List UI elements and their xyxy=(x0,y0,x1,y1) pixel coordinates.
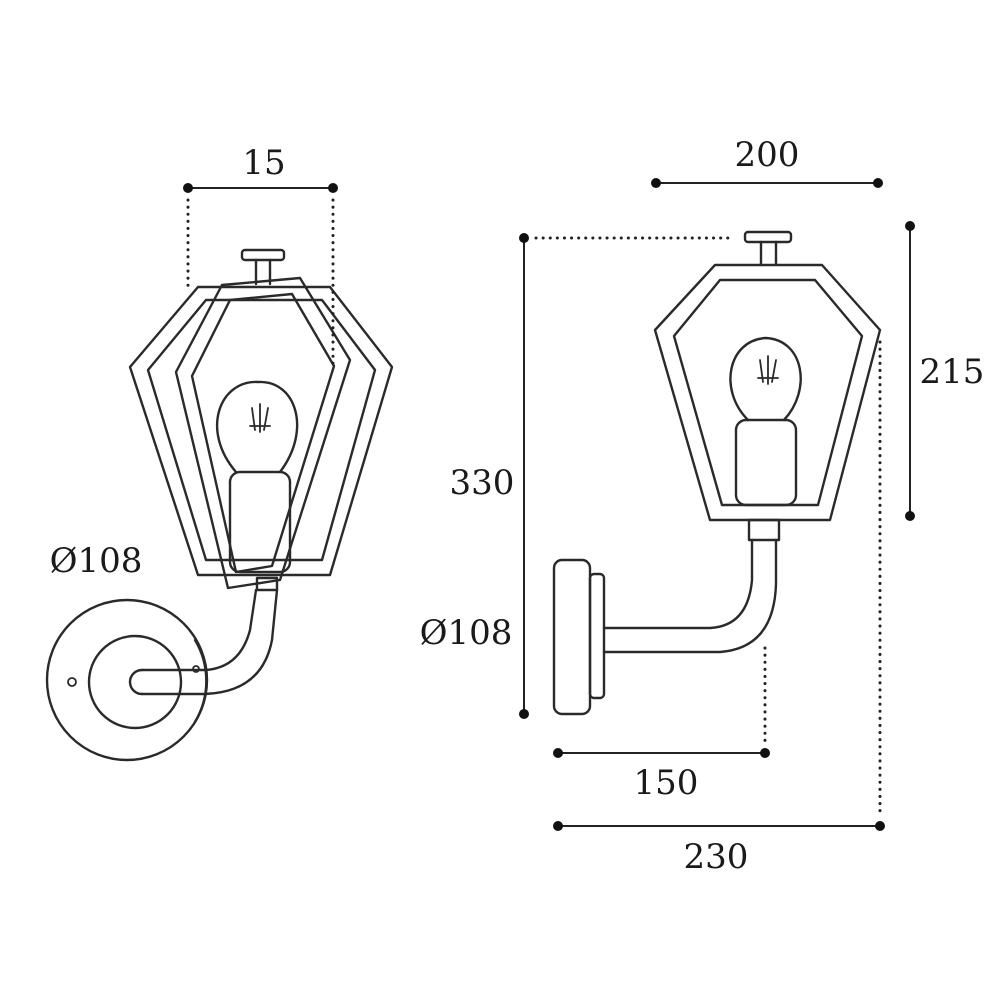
side-total-projection-label: 230 xyxy=(684,837,749,877)
side-arm xyxy=(602,518,781,654)
front-top-width-dimension: 15 xyxy=(183,143,338,372)
front-canopy-diameter-label: Ø108 xyxy=(50,541,143,581)
side-canopy-diameter-label: Ø108 xyxy=(420,613,513,653)
front-lantern xyxy=(128,248,394,590)
side-view: 200 330 215 Ø108 150 xyxy=(420,135,985,877)
side-arm-projection-dimension: 150 xyxy=(553,646,770,803)
side-total-projection-dimension: 230 xyxy=(553,340,885,877)
side-top-width-label: 200 xyxy=(735,135,800,175)
front-top-width-label: 15 xyxy=(242,143,285,183)
side-lantern xyxy=(653,230,882,522)
front-arm xyxy=(128,576,279,696)
side-top-width-dimension: 200 xyxy=(651,135,883,188)
side-canopy xyxy=(552,558,606,716)
side-lantern-height-label: 215 xyxy=(920,352,985,392)
side-arm-projection-label: 150 xyxy=(634,763,699,803)
front-view: 15 Ø108 xyxy=(45,143,394,762)
front-canopy xyxy=(45,598,209,762)
side-total-height-label: 330 xyxy=(450,463,515,503)
side-total-height-dimension: 330 xyxy=(450,233,730,719)
side-lantern-height-dimension: 215 xyxy=(905,221,984,521)
